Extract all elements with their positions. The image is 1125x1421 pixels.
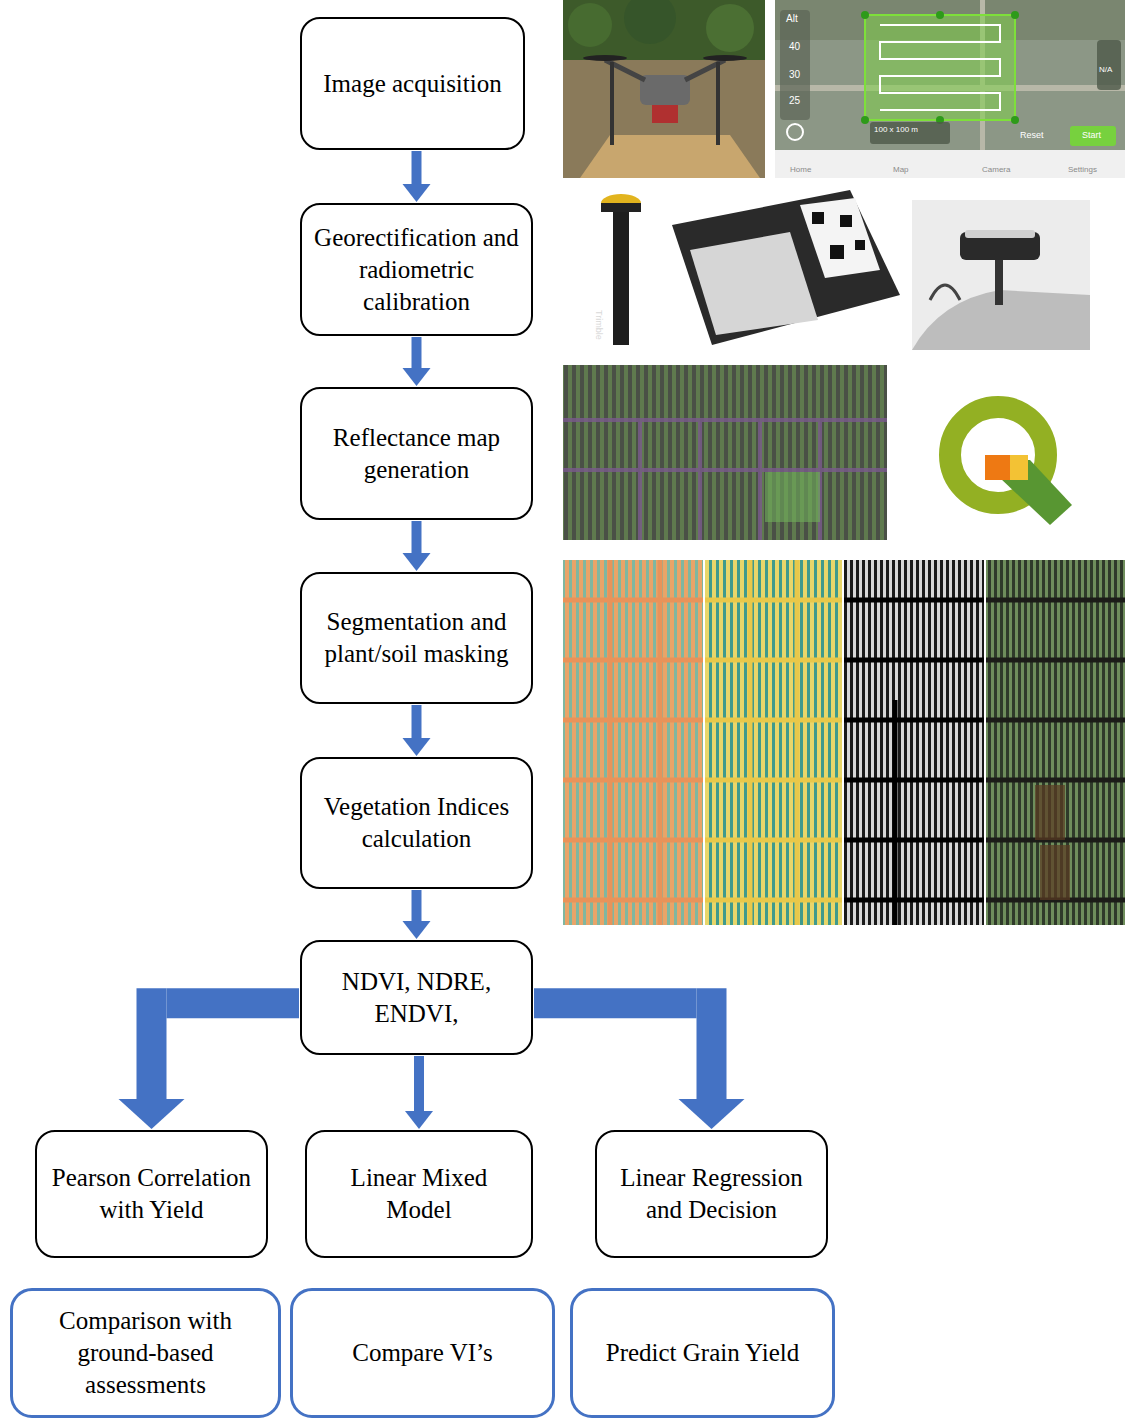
light-sensor-photo [912,200,1090,350]
node-label: Vegetation Indices calculation [302,791,531,855]
arrow-shaft [412,705,422,739]
screen-label: 30 [789,70,800,80]
outcome-box: Comparison with ground-based assessments [10,1288,281,1418]
text-group: Reflectance map generation [302,422,531,486]
screen-label: Alt [786,14,798,24]
arrow-shaft [167,988,300,1018]
arrow-head [405,1111,433,1129]
brand-mark: Trimble [594,310,603,340]
process-box: Segmentation and plant/soil masking [300,572,533,704]
flight-plan-screenshot [775,0,1125,178]
outcome-box: Compare VI’s [290,1288,555,1418]
screen-label: 100 x 100 m [874,126,918,134]
arrow-shaft [412,151,422,185]
arrow-head [403,184,431,202]
arrow-head [403,368,431,386]
vegetation-index-maps [563,560,1125,925]
text-group: Comparison with ground-based assessments [13,1305,278,1401]
arrow-shaft [412,890,422,922]
arrow-head [403,553,431,571]
arrow-shaft [697,988,727,1100]
reflectance-map [563,365,887,540]
text-group: Linear Mixed Model [307,1162,531,1226]
text-group: Image acquisition [313,68,511,100]
node-label: Reflectance map generation [302,422,531,486]
screen-label: 25 [789,96,800,106]
flow-arrow [403,337,431,386]
process-box: Reflectance map generation [300,387,533,520]
screen-label: Camera [982,166,1010,174]
analysis-box: Linear Regression and Decision [595,1130,828,1258]
node-label: NDVI, NDRE, ENDVI, [302,966,531,1030]
node-label: Segmentation and plant/soil masking [302,606,531,670]
node-label: Image acquisition [313,68,511,100]
qgis-logo [950,407,1072,525]
node-label: Pearson Correlation with Yield [37,1162,266,1226]
arrow-shaft [412,337,422,369]
text-group: Compare VI’s [342,1337,503,1369]
arrow-head [679,1099,745,1129]
arrow-shaft [534,988,697,1018]
arrow-shaft [412,521,422,554]
flow-arrow [534,988,745,1129]
screen-label: Start [1082,131,1101,140]
outcome-box: Predict Grain Yield [570,1288,835,1418]
process-box: Image acquisition [300,17,525,150]
node-label: Compare VI’s [342,1337,503,1369]
analysis-box: Linear Mixed Model [305,1130,533,1258]
flow-arrow [403,521,431,571]
node-label: Linear Regression and Decision [597,1162,826,1226]
arrow-shaft [137,988,167,1100]
analysis-box: Pearson Correlation with Yield [35,1130,268,1258]
text-group: Georectification and radiometric calibra… [302,222,531,318]
screen-label: N/A [1099,66,1112,74]
flow-arrow [403,151,431,202]
process-box: Vegetation Indices calculation [300,757,533,889]
text-group: Pearson Correlation with Yield [37,1162,266,1226]
drone-photo [563,0,765,178]
arrow-head [403,921,431,939]
text-group: Predict Grain Yield [596,1337,809,1369]
node-label: Comparison with ground-based assessments [13,1305,278,1401]
flow-arrow [405,1056,433,1129]
process-box: Georectification and radiometric calibra… [300,203,533,336]
screen-label: Settings [1068,166,1097,174]
arrow-head [403,738,431,756]
text-group: Segmentation and plant/soil masking [302,606,531,670]
screen-label: 40 [789,42,800,52]
screen-label: Map [893,166,909,174]
node-label: Linear Mixed Model [307,1162,531,1226]
index-box: NDVI, NDRE, ENDVI, [300,940,533,1055]
node-label: Predict Grain Yield [596,1337,809,1369]
screen-label: Reset [1020,131,1044,140]
node-label: Georectification and radiometric calibra… [302,222,531,318]
gnss-pole [601,194,641,345]
text-group: Linear Regression and Decision [597,1162,826,1226]
flow-arrow [403,890,431,939]
screen-label: Home [790,166,811,174]
flow-arrow [119,988,300,1129]
calibration-panel [672,190,900,345]
flow-arrow [403,705,431,756]
text-group: Vegetation Indices calculation [302,791,531,855]
arrow-head [119,1099,185,1129]
arrow-shaft [414,1056,424,1112]
text-group: NDVI, NDRE, ENDVI, [302,966,531,1030]
